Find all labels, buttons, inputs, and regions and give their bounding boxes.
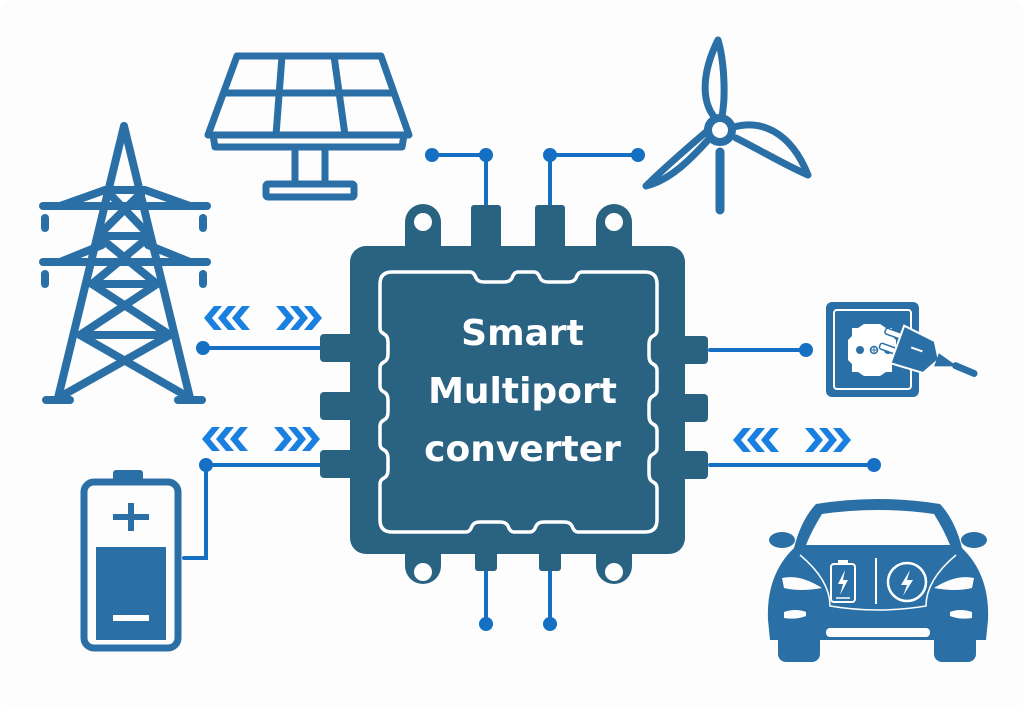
chip-port-bottom: [539, 545, 561, 571]
chip-port-right: [668, 336, 708, 364]
power-socket-plug-icon: [826, 302, 978, 397]
mounting-hole: [605, 563, 623, 581]
bidirectional-arrow-icon: [204, 306, 322, 330]
wires: [182, 153, 876, 626]
chip-port-top: [471, 205, 501, 255]
chip-inner-outline: [378, 270, 659, 534]
chip-port-bottom: [475, 545, 497, 571]
wire-solar: [430, 153, 488, 207]
transmission-tower-icon: [39, 122, 211, 404]
solar-panel-icon: [204, 52, 413, 201]
terminal-dot: [867, 458, 881, 472]
converter-label-line-1: Smart: [461, 313, 584, 354]
chip-port-right: [668, 451, 708, 479]
bidirectional-arrow-icon: [733, 428, 851, 452]
battery-minus-symbol: [113, 615, 149, 621]
terminal-dot: [196, 341, 210, 355]
terminal-dot: [799, 343, 813, 357]
converter-label: Smart Multiport converter: [380, 305, 665, 479]
terminal-dot: [631, 148, 645, 162]
bidirectional-arrow-icon: [202, 427, 320, 451]
terminal-dot: [425, 148, 439, 162]
chip-port-left: [320, 334, 360, 362]
terminal-dot: [479, 148, 493, 162]
wire-terminals: [196, 148, 881, 631]
terminal-dot: [199, 458, 213, 472]
terminal-dot: [543, 148, 557, 162]
terminal-dot: [479, 617, 493, 631]
wire-wind: [548, 153, 640, 207]
converter-label-line-3: converter: [424, 429, 621, 470]
wire-battery: [182, 463, 332, 560]
chip-body: [350, 246, 685, 554]
chip-port-left: [320, 450, 360, 478]
converter-label-line-2: Multiport: [428, 371, 617, 412]
chip-port-left: [320, 392, 360, 420]
mounting-hole: [414, 563, 432, 581]
mounting-hole: [414, 213, 432, 231]
terminal-dot: [543, 617, 557, 631]
converter-chip: [320, 204, 708, 584]
battery-icon: [80, 470, 182, 652]
chip-port-right: [668, 394, 708, 422]
electric-vehicle-icon: [767, 499, 989, 662]
wind-turbine-icon: [642, 36, 812, 215]
chip-mounting-holes: [414, 213, 623, 581]
chip-port-top: [535, 205, 565, 255]
car-fast-charge-badge: [886, 561, 928, 603]
mounting-hole: [605, 213, 623, 231]
